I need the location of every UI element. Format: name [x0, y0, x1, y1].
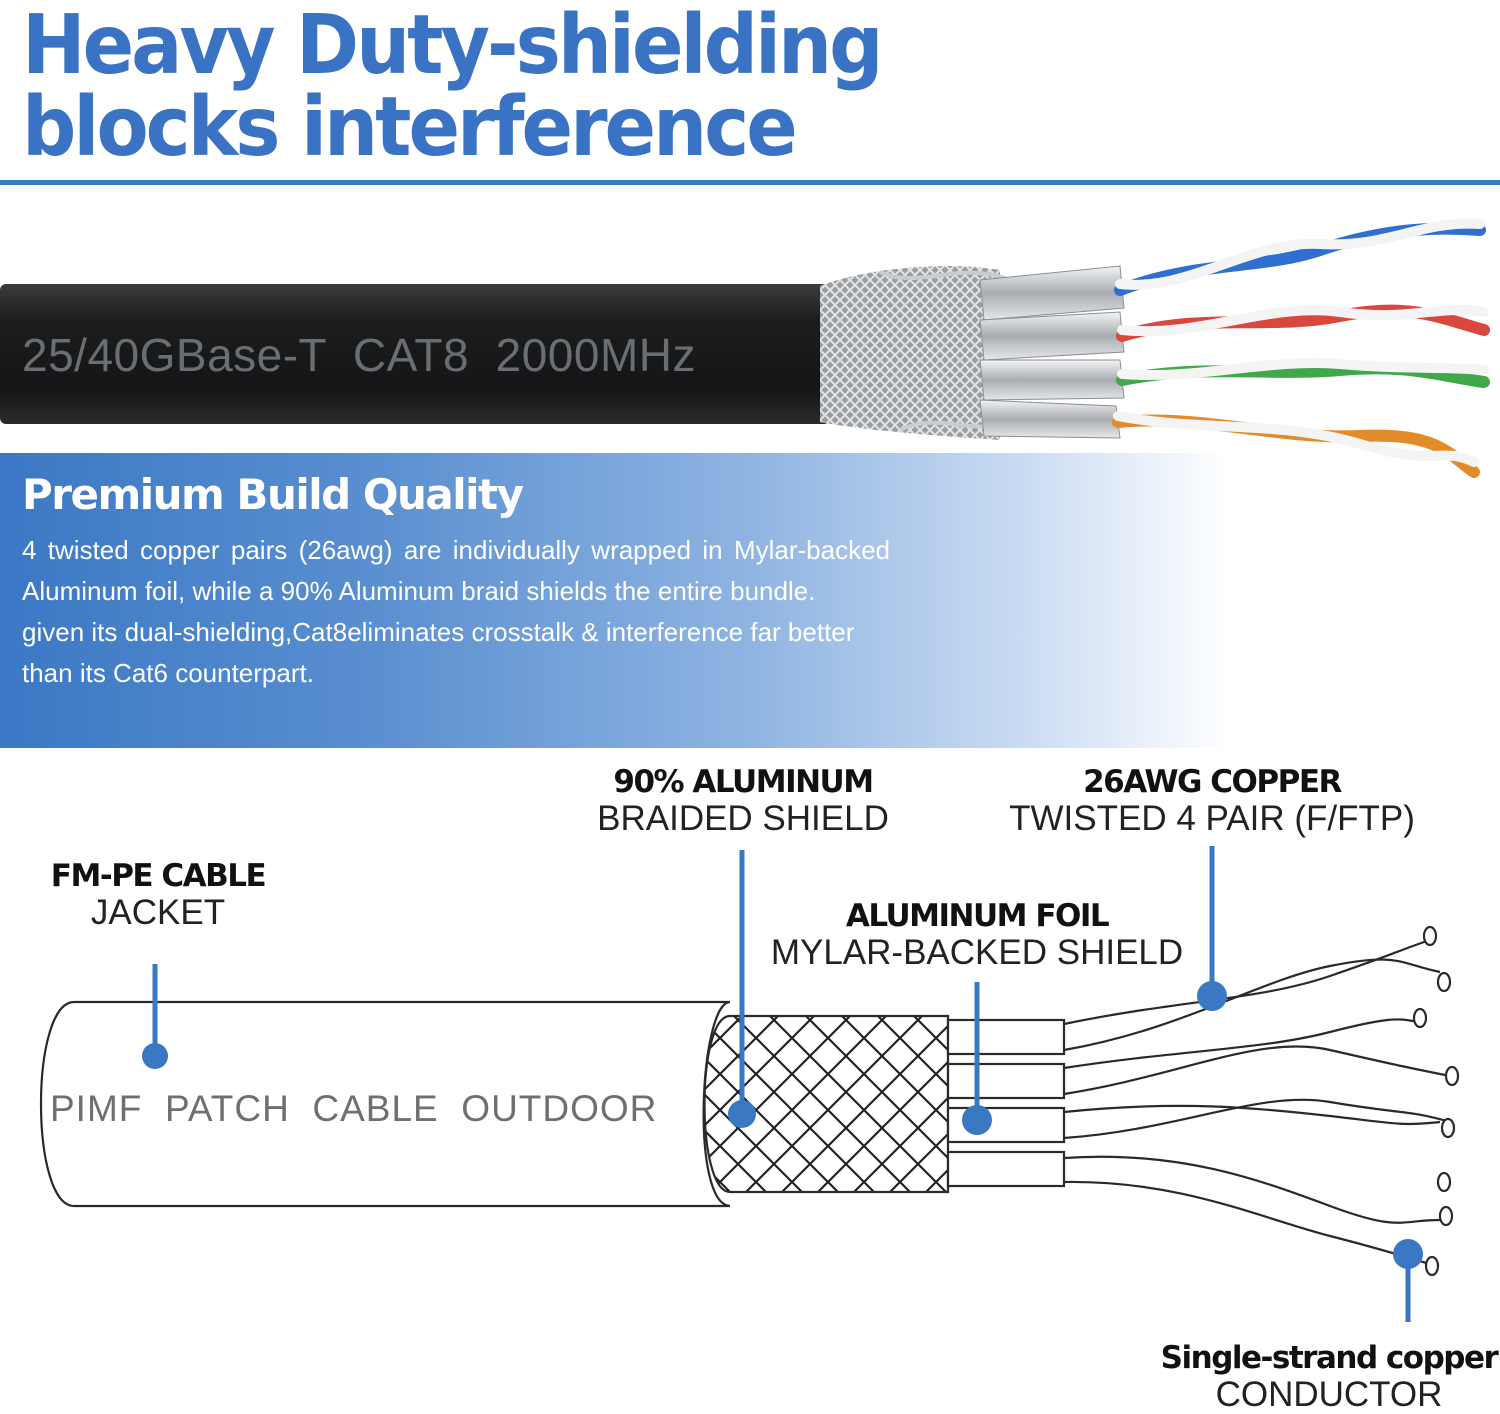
foil-dot — [962, 1105, 992, 1135]
label-copper: 26AWG COPPER TWISTED 4 PAIR (F/FTP) — [988, 764, 1436, 838]
label-jacket-bold: FM-PE CABLE — [50, 858, 267, 894]
feature-paragraph-1: 4 twisted copper pairs (26awg) are indiv… — [22, 535, 890, 606]
feature-paragraph-2: given its dual-shielding,Cat8eliminates … — [22, 617, 855, 688]
label-jacket: FM-PE CABLE JACKET — [40, 858, 276, 932]
cable-print-text: 25/40GBase-T CAT8 2000MHz — [22, 329, 696, 381]
copper-dot — [1197, 981, 1227, 1011]
feature-description: 4 twisted copper pairs (26awg) are indiv… — [22, 530, 890, 694]
label-foil: ALUMINUM FOIL MYLAR-BACKED SHIELD — [748, 898, 1206, 972]
label-copper-bold: 26AWG COPPER — [1083, 764, 1342, 800]
headline-line-2: blocks interference — [22, 78, 798, 175]
diagram-twisted-pairs — [1063, 938, 1451, 1266]
diagram-foil-tubes — [946, 1018, 1066, 1188]
label-foil-normal: MYLAR-BACKED SHIELD — [770, 933, 1184, 972]
feature-title: Premium Build Quality — [22, 470, 524, 519]
label-conductor: Single-strand copper CONDUCTOR — [1160, 1340, 1499, 1414]
label-braid-normal: BRAIDED SHIELD — [597, 799, 889, 838]
cable-diagram — [39, 846, 1460, 1322]
foil-shields — [979, 265, 1125, 439]
label-braid-bold: 90% ALUMINUM — [613, 764, 874, 800]
label-conductor-normal: CONDUCTOR — [1215, 1375, 1443, 1414]
label-jacket-normal: JACKET — [90, 893, 226, 932]
twisted-wire-pairs — [1112, 218, 1490, 478]
diagram-braid — [703, 1014, 950, 1194]
jacket-dot — [142, 1043, 168, 1069]
header-divider — [0, 180, 1500, 185]
headline: Heavy Duty-shielding blocks interference — [22, 0, 884, 175]
conductor-dot — [1393, 1239, 1423, 1269]
label-braid: 90% ALUMINUM BRAIDED SHIELD — [576, 764, 910, 838]
conductor-ends — [1412, 925, 1460, 1277]
cable-jacket — [0, 284, 830, 424]
braid-dot — [728, 1100, 756, 1128]
label-copper-normal: TWISTED 4 PAIR (F/FTP) — [1009, 799, 1415, 838]
feature-band — [0, 453, 1500, 748]
diagram-jacket — [39, 1000, 730, 1208]
label-conductor-bold: Single-strand copper — [1160, 1340, 1499, 1376]
braid-shield — [820, 265, 1000, 440]
diagram-caption: PIMF PATCH CABLE OUTDOOR — [50, 1088, 658, 1129]
headline-line-1: Heavy Duty-shielding — [22, 0, 884, 93]
label-foil-bold: ALUMINUM FOIL — [845, 898, 1110, 934]
